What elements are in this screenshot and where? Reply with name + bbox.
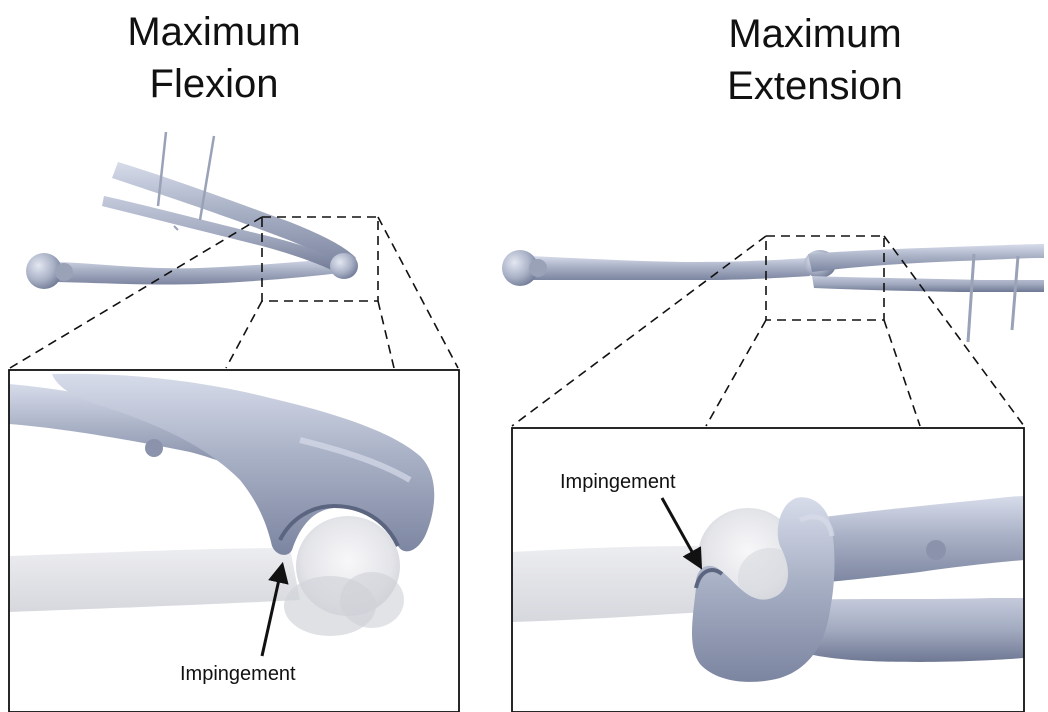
flexion-inset: Impingement bbox=[9, 370, 459, 712]
flexion-impingement-label: Impingement bbox=[180, 663, 296, 685]
extension-humerus bbox=[502, 250, 810, 286]
flexion-humerus bbox=[26, 253, 348, 289]
extension-impingement-label: Impingement bbox=[560, 471, 676, 493]
flexion-overview bbox=[10, 132, 458, 368]
extension-forearm bbox=[804, 244, 1044, 342]
extension-overview bbox=[502, 236, 1044, 426]
flexion-forearm bbox=[102, 132, 358, 279]
extension-inset: Impingement bbox=[512, 428, 1024, 712]
